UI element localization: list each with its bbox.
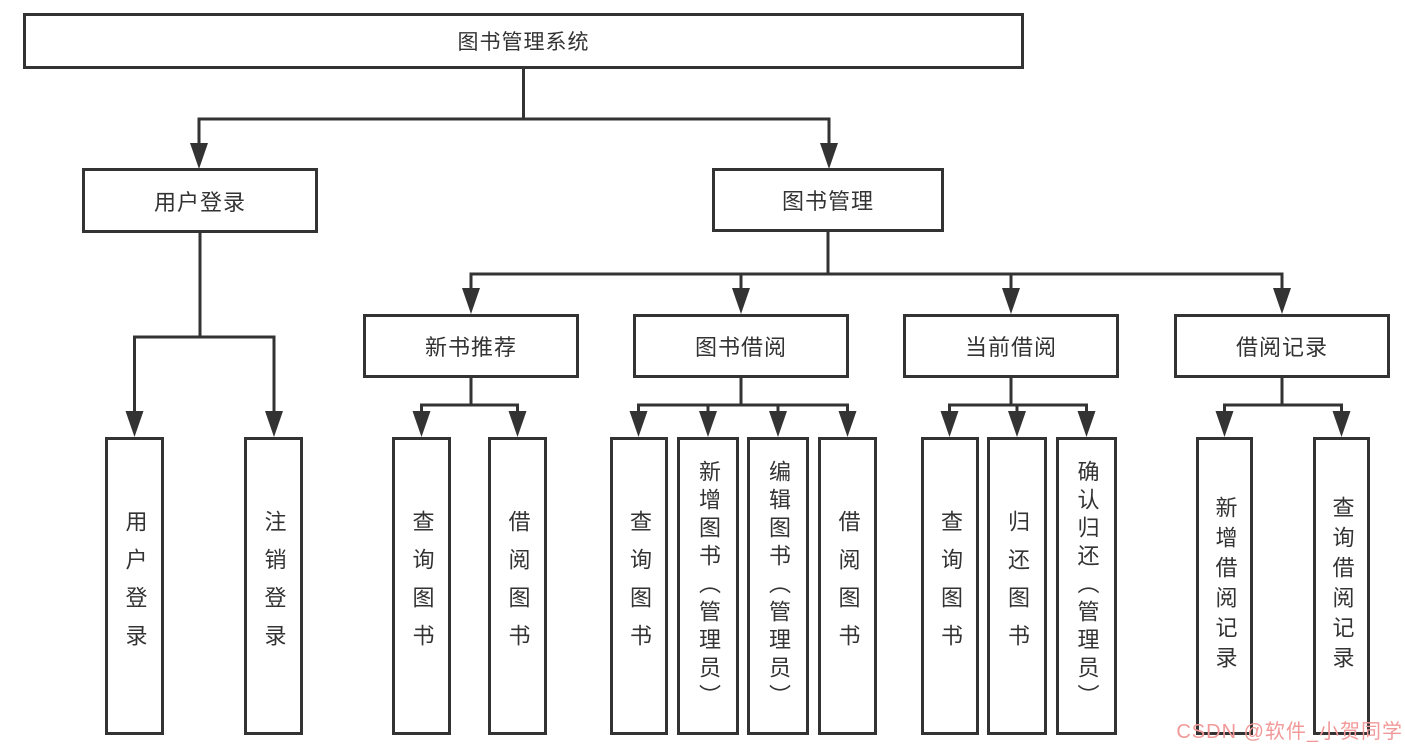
arrowhead (1332, 411, 1351, 437)
leaf-confirm-return-admin: 确认归还（管理员） (1056, 437, 1117, 735)
connector-current-borrow-branch (940, 377, 1096, 437)
leaf-borrow-books: 借阅图书 (818, 437, 877, 735)
connector-borrow-record-branch (1215, 377, 1351, 437)
leaf-label: 查询借阅记录 (1329, 496, 1355, 676)
leaf-label: 用户登录 (122, 510, 148, 662)
arrowhead (838, 411, 857, 437)
node-book-management: 图书管理 (712, 168, 944, 232)
leaf-label: 新增图书（管理员） (696, 460, 721, 712)
connector-root-to-level2 (190, 68, 838, 169)
arrowhead (769, 411, 787, 437)
arrowhead (699, 411, 717, 437)
csdn-watermark: CSDN @软件_小贺同学 (1176, 721, 1403, 743)
leaf-label: 注销登录 (261, 510, 287, 662)
arrowhead (265, 411, 283, 437)
node-label: 借阅记录 (1235, 335, 1328, 360)
node-current-borrowing: 当前借阅 (903, 314, 1119, 378)
leaf-query-books-borrow: 查询图书 (610, 437, 668, 735)
node-user-login: 用户登录 (82, 168, 318, 233)
arrowhead (940, 411, 959, 437)
arrowhead (629, 411, 648, 437)
arrowhead (1008, 411, 1026, 437)
arrowhead (1273, 288, 1291, 314)
node-label: 新书推荐 (424, 335, 517, 360)
arrowhead (1215, 411, 1234, 437)
arrowhead (820, 143, 838, 169)
node-library-management-system: 图书管理系统 (23, 13, 1024, 69)
arrowhead (412, 411, 431, 437)
connector-book-management-branch (462, 231, 1291, 314)
leaf-label: 编辑图书（管理员） (766, 460, 791, 712)
arrowhead (732, 288, 750, 314)
arrowhead (125, 411, 144, 437)
leaf-label: 借阅图书 (505, 510, 531, 662)
leaf-query-books-recommend: 查询图书 (392, 437, 451, 735)
node-label: 用户登录 (153, 189, 246, 215)
node-label: 图书管理 (781, 189, 874, 214)
leaf-edit-books-admin: 编辑图书（管理员） (747, 437, 809, 735)
node-borrowing-records: 借阅记录 (1174, 314, 1390, 378)
connector-new-book-branch (412, 377, 527, 437)
arrowhead (1077, 411, 1096, 437)
leaf-label: 新增借阅记录 (1212, 496, 1238, 676)
connector-user-login-branch (125, 232, 283, 437)
leaf-add-borrow-record: 新增借阅记录 (1196, 437, 1253, 735)
node-label: 当前借阅 (964, 335, 1057, 360)
leaf-user-login: 用户登录 (105, 437, 164, 735)
connector-book-borrow-branch (629, 377, 857, 437)
leaf-add-books-admin: 新增图书（管理员） (677, 437, 739, 735)
leaf-label: 确认归还（管理员） (1074, 460, 1100, 712)
leaf-query-books-current: 查询图书 (921, 437, 979, 735)
leaf-label: 归还图书 (1005, 510, 1030, 662)
leaf-borrow-books-recommend: 借阅图书 (488, 437, 547, 735)
arrowhead (190, 143, 208, 169)
node-new-book-recommendation: 新书推荐 (363, 314, 579, 378)
arrowhead (1002, 288, 1020, 314)
node-label: 图书管理系统 (457, 31, 590, 54)
leaf-label: 查询图书 (938, 510, 963, 662)
arrowhead (462, 288, 480, 314)
node-label: 图书借阅 (694, 335, 787, 360)
leaf-query-borrow-record: 查询借阅记录 (1313, 437, 1370, 735)
leaf-label: 查询图书 (409, 510, 435, 662)
leaf-label: 查询图书 (627, 510, 652, 662)
node-book-borrowing: 图书借阅 (633, 314, 849, 378)
arrowhead (508, 411, 527, 437)
leaf-label: 借阅图书 (835, 510, 861, 662)
leaf-return-books: 归还图书 (987, 437, 1047, 735)
leaf-logout: 注销登录 (244, 437, 303, 735)
